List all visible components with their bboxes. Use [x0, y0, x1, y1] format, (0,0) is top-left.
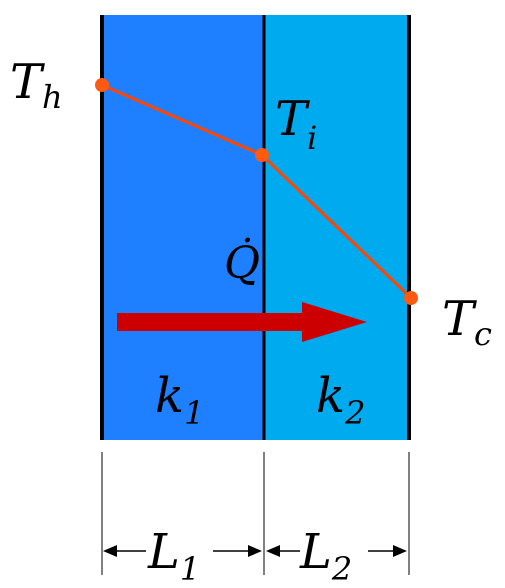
- heat-flow-arrow: [117, 302, 367, 342]
- label-k2: k2: [316, 368, 365, 432]
- label-k1: k1: [155, 368, 204, 432]
- label-t-interface-sub: i: [307, 119, 317, 157]
- label-t-interface: Ti: [275, 91, 317, 157]
- dimension-l1-left-arrowhead: [103, 545, 117, 557]
- label-k2-symbol: k: [316, 368, 345, 424]
- temperature-point-interface: [255, 148, 269, 162]
- label-t-cold-sub: c: [474, 315, 492, 353]
- layer-1-slab: [102, 15, 264, 440]
- label-l1: L1: [147, 524, 200, 588]
- dimension-l1-right-arrowhead: [248, 545, 262, 557]
- label-t-cold: Tc: [442, 291, 492, 353]
- temperature-point-cold: [404, 291, 418, 305]
- label-t-cold-symbol: T: [442, 291, 477, 347]
- label-k1-sub: 1: [184, 394, 204, 432]
- label-heat-flow: Q̇: [224, 236, 260, 289]
- label-l2-sub: 2: [331, 550, 352, 588]
- dimension-l2-right-arrowhead: [393, 545, 407, 557]
- label-k2-sub: 2: [344, 394, 365, 432]
- label-l1-symbol: L: [147, 524, 180, 580]
- label-l2-symbol: L: [299, 524, 332, 580]
- temperature-point-hot: [95, 78, 109, 92]
- label-t-hot-symbol: T: [10, 54, 45, 110]
- label-k1-symbol: k: [155, 368, 184, 424]
- label-t-hot: Th: [10, 54, 63, 116]
- label-t-interface-symbol: T: [275, 91, 310, 147]
- label-l1-sub: 1: [180, 550, 200, 588]
- dimension-l2-left-arrowhead: [266, 545, 280, 557]
- label-l2: L2: [299, 524, 352, 588]
- label-t-hot-sub: h: [42, 78, 63, 116]
